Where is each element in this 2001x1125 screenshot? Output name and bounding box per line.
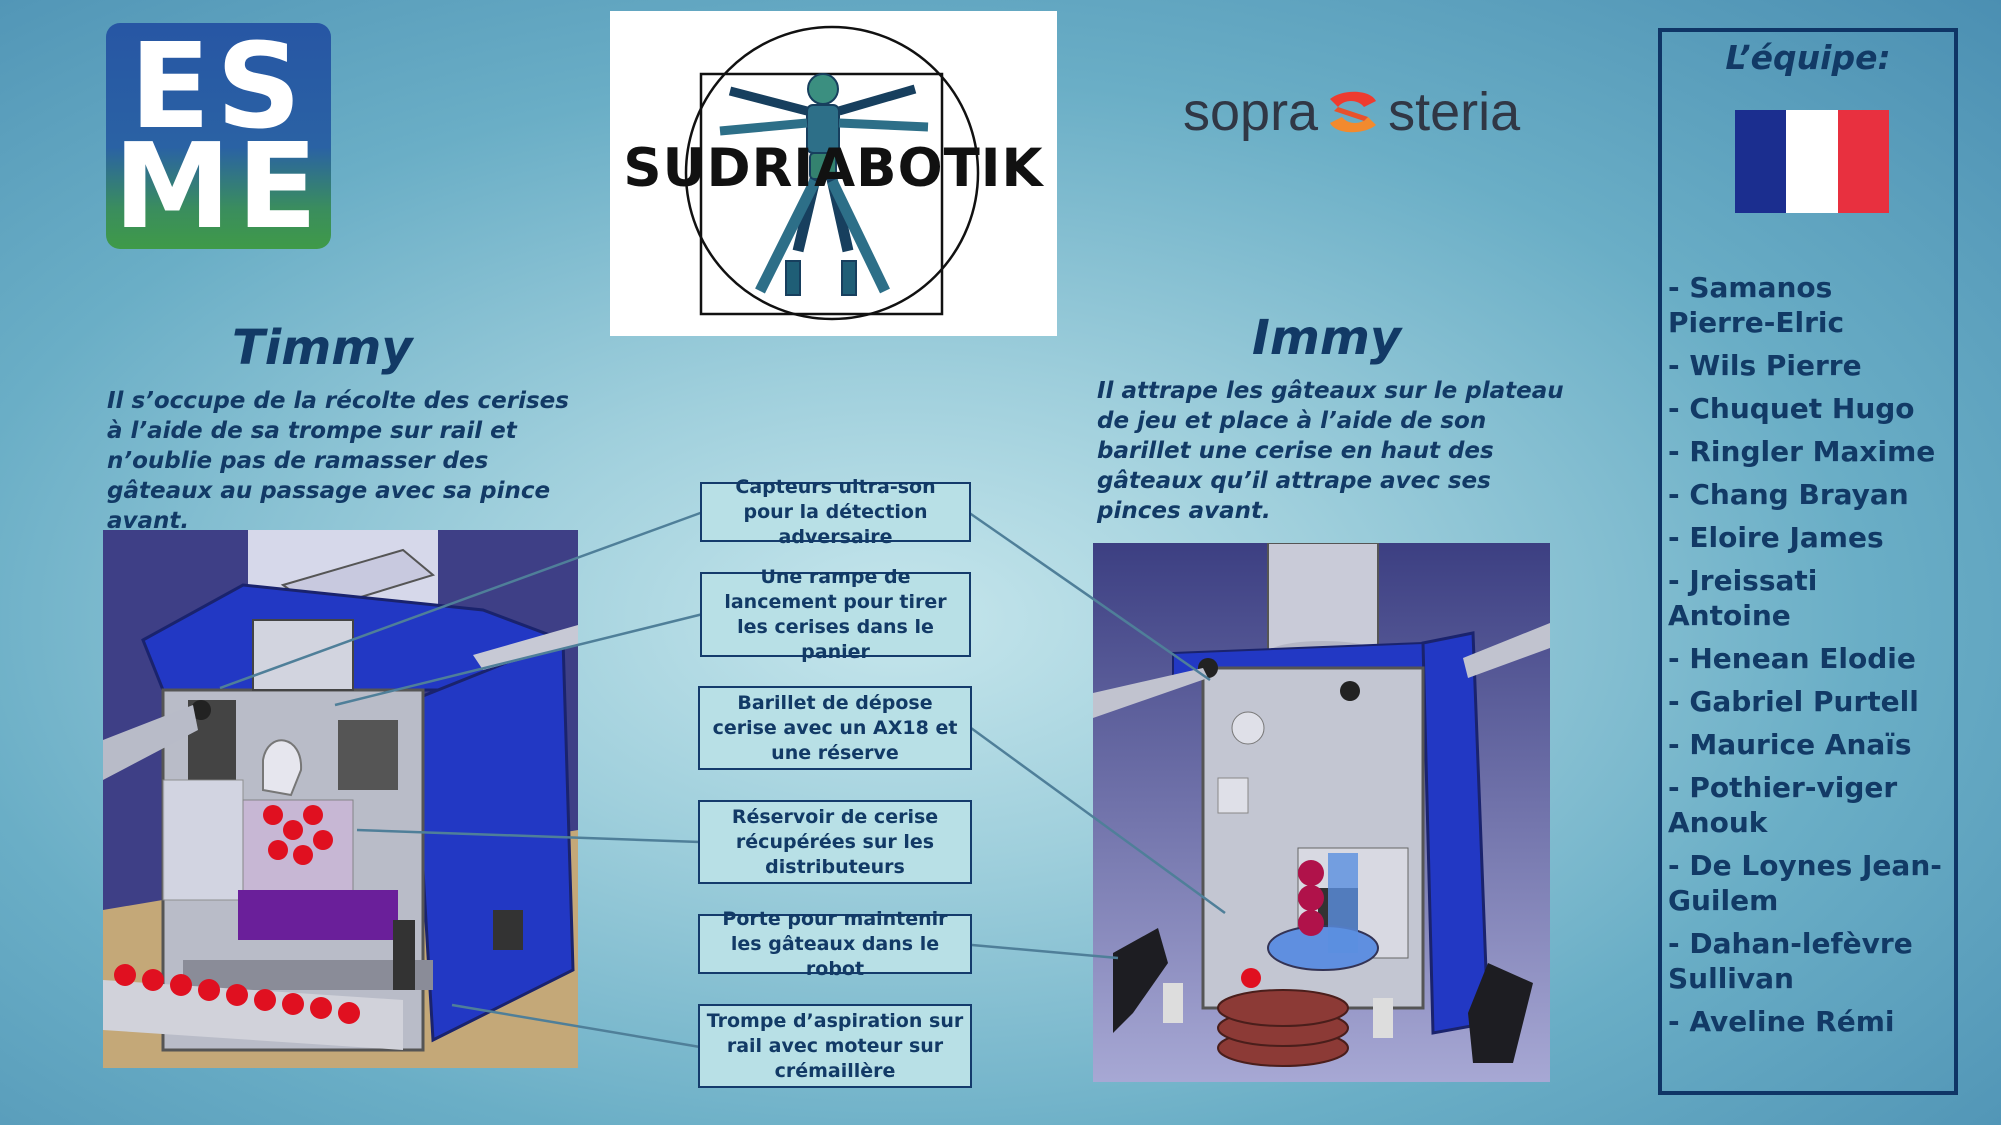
team-member: - De Loynes Jean-Guilem [1668,849,1942,917]
steria-wordmark: steria [1388,82,1521,142]
esme-logo-row1: ES [129,17,308,155]
immy-title: Immy [1252,310,1402,366]
team-member: - Henean Elodie [1668,642,1916,675]
sopra-steria-swirl-icon [1330,91,1377,133]
team-member: - Aveline Rémi [1668,1005,1895,1038]
team-panel: L’équipe: - Samanos Pierre-Elric - Wils P… [1658,28,1958,1095]
immy-robot-image [1093,543,1550,1082]
callout-ultrasonic-sensors: Capteurs ultra-son pour la détection adv… [700,476,971,548]
immy-description: Il attrape les gâteaux sur le plateau de… [1097,378,1564,524]
connector-ultrasonic-immy [967,510,1211,682]
french-flag [1735,110,1889,213]
team-member-list: - Samanos Pierre-Elric - Wils Pierre - Chu… [1668,270,1948,1047]
team-member: - Chuquet Hugo [1668,392,1915,425]
team-member: - Chang Brayan [1668,478,1909,511]
team-member: - Ringler Maxime [1668,435,1936,468]
connector-ultrasonic-timmy [219,510,704,690]
team-member: - Dahan-lefèvre Sullivan [1668,927,1913,995]
team-member: - Jreissati Antoine [1668,564,1818,632]
callout-cherry-tank: Réservoir de cerise récupérées sur les d… [698,800,972,884]
callout-suction-trunk: Trompe d’aspiration sur rail avec moteur… [698,1004,972,1088]
vitruvian-robot-icon [684,25,980,321]
sudriabotik-wordmark: SUDRIABOTIK [623,138,1044,199]
flag-stripe-blue [1735,110,1787,213]
callout-cherry-barrel: Barillet de dépose cerise avec un AX18 e… [698,686,972,770]
team-member: - Samanos Pierre-Elric [1668,271,1845,339]
team-member: - Gabriel Purtell [1668,685,1919,718]
team-member: - Eloire James [1668,521,1884,554]
connector-launch-ramp [334,612,704,707]
timmy-title: Timmy [232,320,413,376]
connector-gate [971,943,1119,960]
timmy-description: Il s’occupe de la récolte des cerises à … [107,388,569,534]
team-member: - Maurice Anaïs [1668,728,1912,761]
flag-stripe-red [1837,110,1889,213]
callout-cake-gate: Porte pour maintenir les gâteaux dans le… [698,908,972,980]
flag-stripe-white [1786,110,1838,213]
sopra-steria-logo: sopra steria [1183,82,1520,142]
esme-logo-row2: ME [113,117,324,255]
team-title: L’équipe: [1725,38,1891,77]
sopra-wordmark: sopra [1183,82,1319,142]
callout-launch-ramp: Une rampe de lancement pour tirer les ce… [700,566,971,663]
connector-suction [451,1003,701,1049]
team-member: - Pothier-viger Anouk [1668,771,1898,839]
connector-barrel [970,726,1226,915]
connector-cherry-tank [356,828,701,844]
sudriabotik-logo: SUDRIABOTIK [610,11,1057,336]
team-member: - Wils Pierre [1668,349,1862,382]
timmy-robot-image [103,530,578,1068]
esme-logo: ES ME [106,23,331,249]
